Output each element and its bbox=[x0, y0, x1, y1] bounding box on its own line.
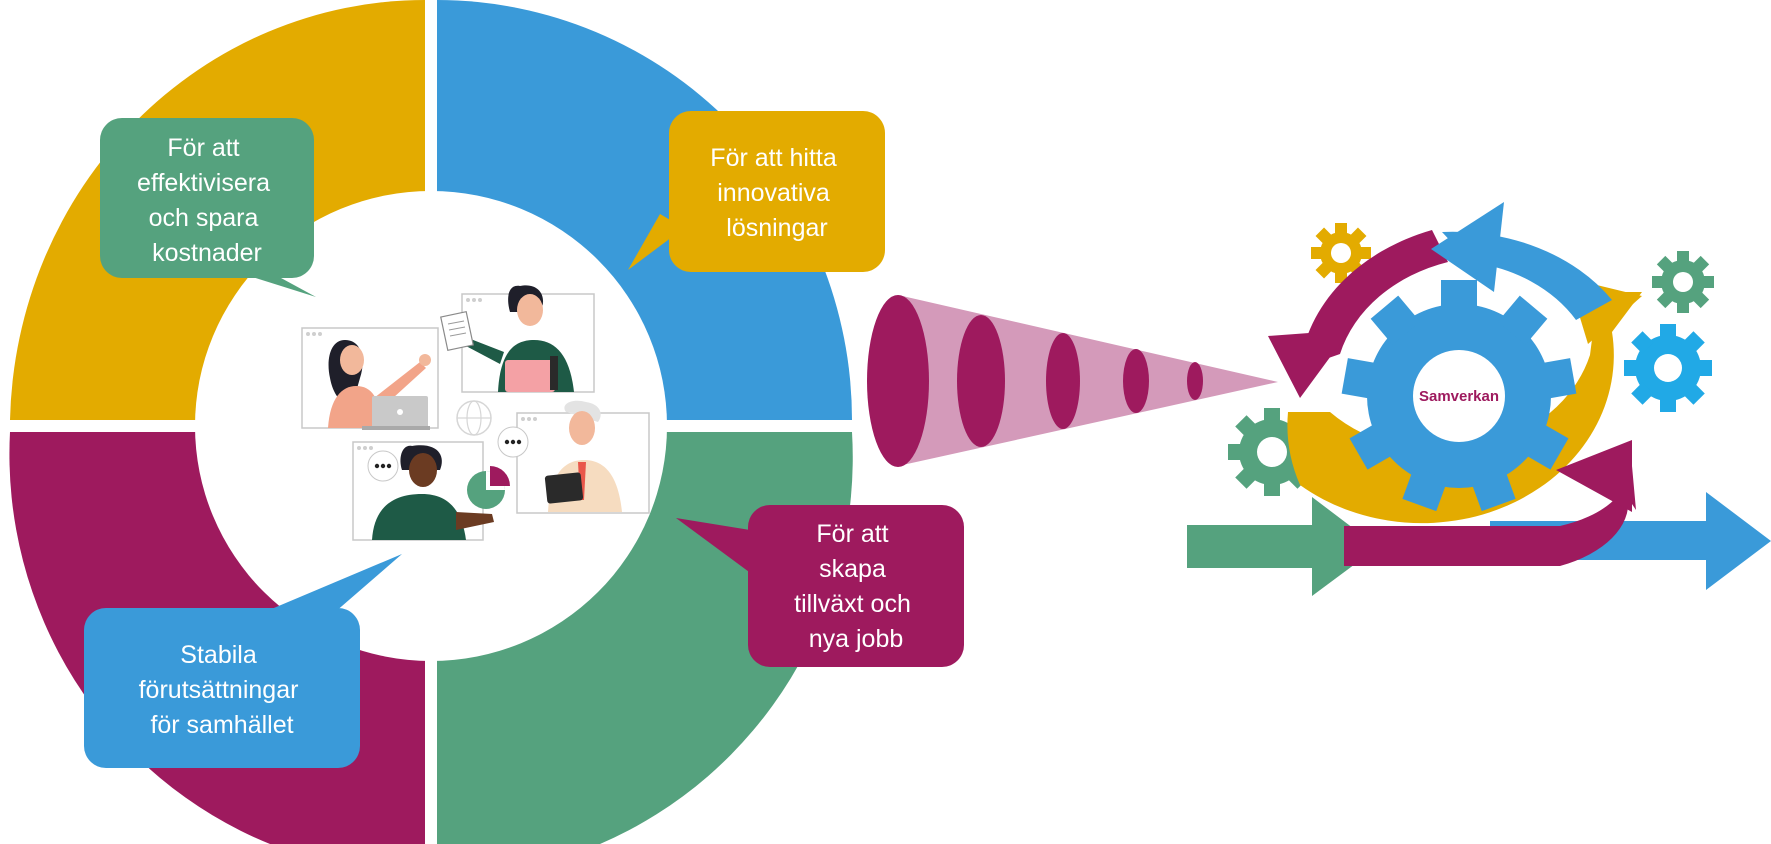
bottom-arrows bbox=[1187, 492, 1771, 596]
bubble-top-left-line-3: och spara bbox=[149, 204, 259, 232]
gear-icon-samverkan: Samverkan bbox=[1341, 280, 1577, 512]
bubble-top-right-line-2: innovativa bbox=[717, 179, 830, 207]
bubble-bottom-right-line-3: tillväxt och bbox=[794, 590, 911, 618]
meeting-illustration bbox=[301, 285, 650, 541]
cycle-arrows bbox=[1268, 202, 1642, 566]
funnel-ring-4 bbox=[1123, 349, 1149, 413]
cycle-arrow-magenta-bottom bbox=[1344, 444, 1636, 566]
bubble-bottom-right-line-2: skapa bbox=[819, 555, 886, 583]
svg-text:Stabila förutsättningar: Stabila förutsättningar för samhället bbox=[139, 641, 306, 739]
cycle-arrow-yellow bbox=[1287, 292, 1642, 524]
bubble-top-right-line-1: För att hitta bbox=[710, 144, 837, 172]
gear-icon-bright-blue bbox=[1624, 324, 1712, 412]
bubble-top-left-line-4: kostnader bbox=[152, 239, 262, 267]
svg-text:För att effektivisera: För att effektivisera och spara kostnade… bbox=[137, 134, 277, 267]
funnel-ring-2 bbox=[957, 315, 1005, 447]
bubble-bottom-left-line-2: förutsättningar bbox=[139, 676, 299, 704]
bubble-top-left: För att effektivisera och spara kostnade… bbox=[100, 118, 316, 297]
bubble-top-right: För att hitta innovativa lösningar bbox=[628, 111, 885, 272]
green-arrow-right bbox=[1187, 497, 1378, 596]
funnel-cone bbox=[867, 295, 1278, 467]
bubble-top-right-line-3: lösningar bbox=[726, 214, 827, 242]
person-man-document bbox=[440, 285, 574, 392]
bubble-bottom-left-line-3: för samhället bbox=[150, 711, 293, 739]
svg-text:För att skapa till: För att skapa tillväxt och nya jobb bbox=[794, 520, 918, 653]
funnel-ring-1 bbox=[867, 295, 929, 467]
samverkan-label: Samverkan bbox=[1419, 388, 1499, 405]
bubble-top-left-line-2: effektivisera bbox=[137, 169, 270, 197]
person-man-chart bbox=[367, 426, 529, 540]
funnel-ring-5 bbox=[1187, 362, 1203, 400]
bubble-bottom-right-line-4: nya jobb bbox=[809, 625, 904, 653]
person-woman-laptop bbox=[328, 340, 431, 430]
bubble-bottom-left: Stabila förutsättningar för samhället bbox=[84, 554, 402, 768]
gear-icon-green-top bbox=[1652, 251, 1714, 313]
bubble-bottom-right: För att skapa tillväxt och nya jobb bbox=[676, 505, 964, 667]
svg-text:För att hitta innovativa: För att hitta innovativa lösningar bbox=[710, 144, 843, 242]
bubble-top-left-line-1: För att bbox=[167, 134, 239, 162]
bubble-bottom-left-line-1: Stabila bbox=[180, 641, 257, 669]
bubble-bottom-right-line-1: För att bbox=[816, 520, 888, 548]
funnel-ring-3 bbox=[1046, 333, 1080, 429]
blue-arrow-right bbox=[1490, 492, 1771, 590]
person-man-tablet bbox=[544, 400, 622, 512]
